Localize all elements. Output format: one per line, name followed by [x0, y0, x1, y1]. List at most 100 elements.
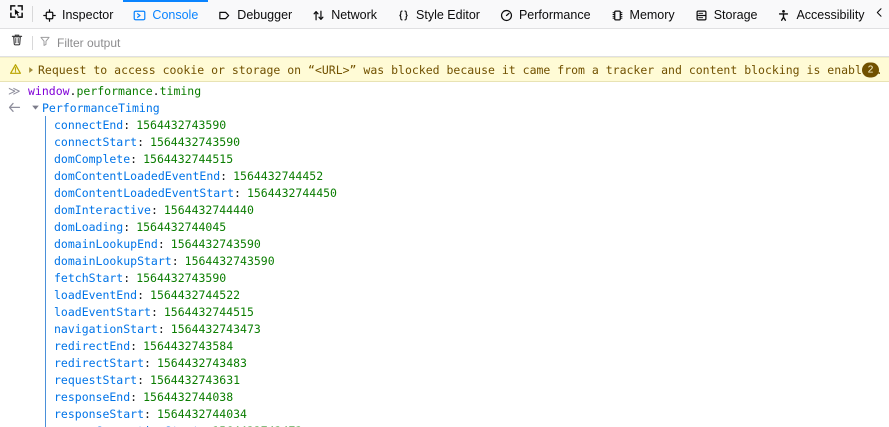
object-property-row[interactable]: domComplete:1564432744515 [42, 150, 889, 167]
warning-repeat-badge[interactable]: 2 [862, 62, 879, 77]
property-name: requestStart [54, 372, 138, 387]
object-property-row[interactable]: fetchStart:1564432743590 [42, 269, 889, 286]
result-header[interactable]: PerformanceTiming [8, 99, 889, 116]
property-name: domainLookupEnd [54, 236, 158, 251]
property-name: domInteractive [54, 202, 151, 217]
tab-accessibility-label: Accessibility [796, 7, 865, 22]
arrow-left-icon [8, 102, 28, 113]
object-property-row[interactable]: redirectEnd:1564432743584 [42, 337, 889, 354]
property-value: 1564432743473 [206, 424, 302, 427]
object-property-row[interactable]: domainLookupEnd:1564432743590 [42, 235, 889, 252]
inspector-target-icon [43, 8, 56, 22]
network-arrows-icon [312, 9, 325, 22]
tab-inspector[interactable]: Inspector [33, 0, 123, 28]
property-name: domContentLoadedEventEnd [54, 168, 221, 183]
filter-input[interactable]: Filter output [39, 33, 889, 53]
property-name: loadEventEnd [54, 287, 138, 302]
property-colon: : [137, 134, 145, 149]
console-input-echo[interactable]: ≫ window.performance.timing [0, 82, 889, 99]
tab-style-editor-label: Style Editor [416, 7, 480, 22]
object-property-row[interactable]: connectStart:1564432743590 [42, 133, 889, 150]
console-message-warning[interactable]: Request to access cookie or storage on “… [0, 57, 889, 82]
tab-memory-label: Memory [629, 7, 675, 22]
property-colon: : [171, 253, 179, 268]
tab-console[interactable]: Console [123, 0, 209, 28]
tab-storage[interactable]: Storage [685, 0, 768, 28]
memory-chip-icon [611, 9, 624, 22]
object-property-row[interactable]: domContentLoadedEventStart:1564432744450 [42, 184, 889, 201]
property-name: secureConnectionStart [54, 424, 199, 427]
property-colon: : [150, 202, 158, 217]
debugger-tag-icon [218, 9, 231, 22]
property-name: responseStart [54, 406, 145, 421]
triangle-down-icon[interactable] [28, 103, 42, 112]
property-colon: : [137, 287, 145, 302]
chevron-left-icon [874, 5, 885, 23]
filter-input-placeholder: Filter output [57, 35, 121, 50]
console-output[interactable]: Request to access cookie or storage on “… [0, 57, 889, 427]
tab-performance[interactable]: Performance [490, 0, 601, 28]
property-colon: : [130, 389, 138, 404]
tab-debugger-label: Debugger [237, 7, 293, 22]
property-value: 1564432744450 [246, 185, 337, 200]
element-picker-button[interactable] [0, 0, 32, 28]
property-name: fetchStart [54, 270, 124, 285]
performance-gauge-icon [500, 9, 513, 22]
tab-console-label: Console [152, 7, 199, 22]
property-colon: : [123, 219, 131, 234]
indent-guide [45, 116, 46, 427]
property-colon: : [150, 304, 158, 319]
property-value: 1564432743590 [184, 253, 275, 268]
object-property-row[interactable]: connectEnd:1564432743590 [42, 116, 889, 133]
tab-inspector-label: Inspector [62, 7, 114, 22]
style-braces-icon [397, 9, 410, 22]
accessibility-icon [777, 9, 790, 22]
object-property-row[interactable]: requestStart:1564432743631 [42, 371, 889, 388]
object-property-row[interactable]: domInteractive:1564432744440 [42, 201, 889, 218]
property-value: 1564432744038 [143, 389, 234, 404]
property-colon: : [144, 355, 151, 370]
property-colon: : [123, 117, 131, 132]
warning-message-text: Request to access cookie or storage on “… [38, 62, 883, 77]
triangle-right-icon[interactable] [24, 66, 38, 74]
object-property-row[interactable]: navigationStart:1564432743473 [42, 320, 889, 337]
property-name: domContentLoadedEventStart [54, 185, 235, 200]
token-dot-2: . [152, 83, 160, 98]
property-value: 1564432744515 [143, 151, 234, 166]
tab-memory[interactable]: Memory [601, 0, 685, 28]
tab-style-editor[interactable]: Style Editor [387, 0, 490, 28]
token-timing: timing [159, 83, 202, 98]
toolbar-separator [32, 6, 33, 22]
clear-console-button[interactable] [4, 32, 30, 54]
toolbar-overflow-button[interactable] [871, 0, 889, 28]
tab-network-label: Network [331, 7, 378, 22]
property-value: 1564432744522 [150, 287, 241, 302]
property-name: redirectStart [54, 355, 145, 370]
property-name: domComplete [54, 151, 131, 166]
property-colon: : [234, 185, 241, 200]
console-prompt-icon [133, 9, 146, 22]
object-property-row[interactable]: redirectStart:1564432743483 [42, 354, 889, 371]
tool-tabs: Inspector Console Debugger [33, 0, 871, 28]
devtools-toolbar: Inspector Console Debugger [0, 0, 889, 29]
object-property-row[interactable]: loadEventStart:1564432744515 [42, 303, 889, 320]
object-property-row[interactable]: loadEventEnd:1564432744522 [42, 286, 889, 303]
tab-network[interactable]: Network [302, 0, 387, 28]
object-property-row[interactable]: responseEnd:1564432744038 [42, 388, 889, 405]
property-name: loadEventStart [54, 304, 151, 319]
object-property-row[interactable]: domainLookupStart:1564432743590 [42, 252, 889, 269]
object-property-row[interactable]: domContentLoadedEventEnd:1564432744452 [42, 167, 889, 184]
property-value: 1564432744440 [163, 202, 254, 217]
object-property-row[interactable]: domLoading:1564432744045 [42, 218, 889, 235]
property-value: 1564432743631 [150, 372, 241, 387]
object-property-row[interactable]: secureConnectionStart:1564432743473 [42, 422, 889, 427]
object-property-row[interactable]: responseStart:1564432744034 [42, 405, 889, 422]
property-colon: : [137, 372, 145, 387]
property-value: 1564432743483 [156, 355, 247, 370]
tab-debugger[interactable]: Debugger [208, 0, 302, 28]
tab-accessibility[interactable]: Accessibility [767, 0, 874, 28]
console-result-object[interactable]: PerformanceTiming connectEnd:15644327435… [0, 99, 889, 427]
property-name: connectEnd [54, 117, 124, 132]
